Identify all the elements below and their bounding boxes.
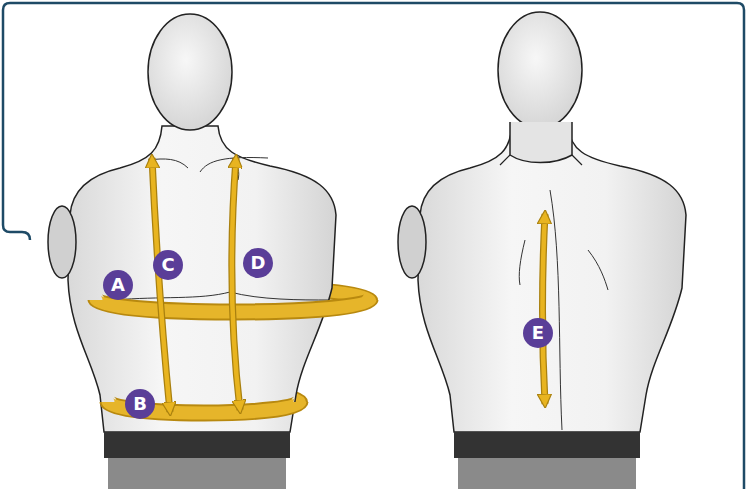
callout-letter: E [523, 318, 553, 348]
callout-letter: C [153, 250, 183, 280]
callout-letter: D [243, 248, 273, 278]
callout-letter: A [103, 270, 133, 300]
callout-letter: B [125, 389, 155, 419]
